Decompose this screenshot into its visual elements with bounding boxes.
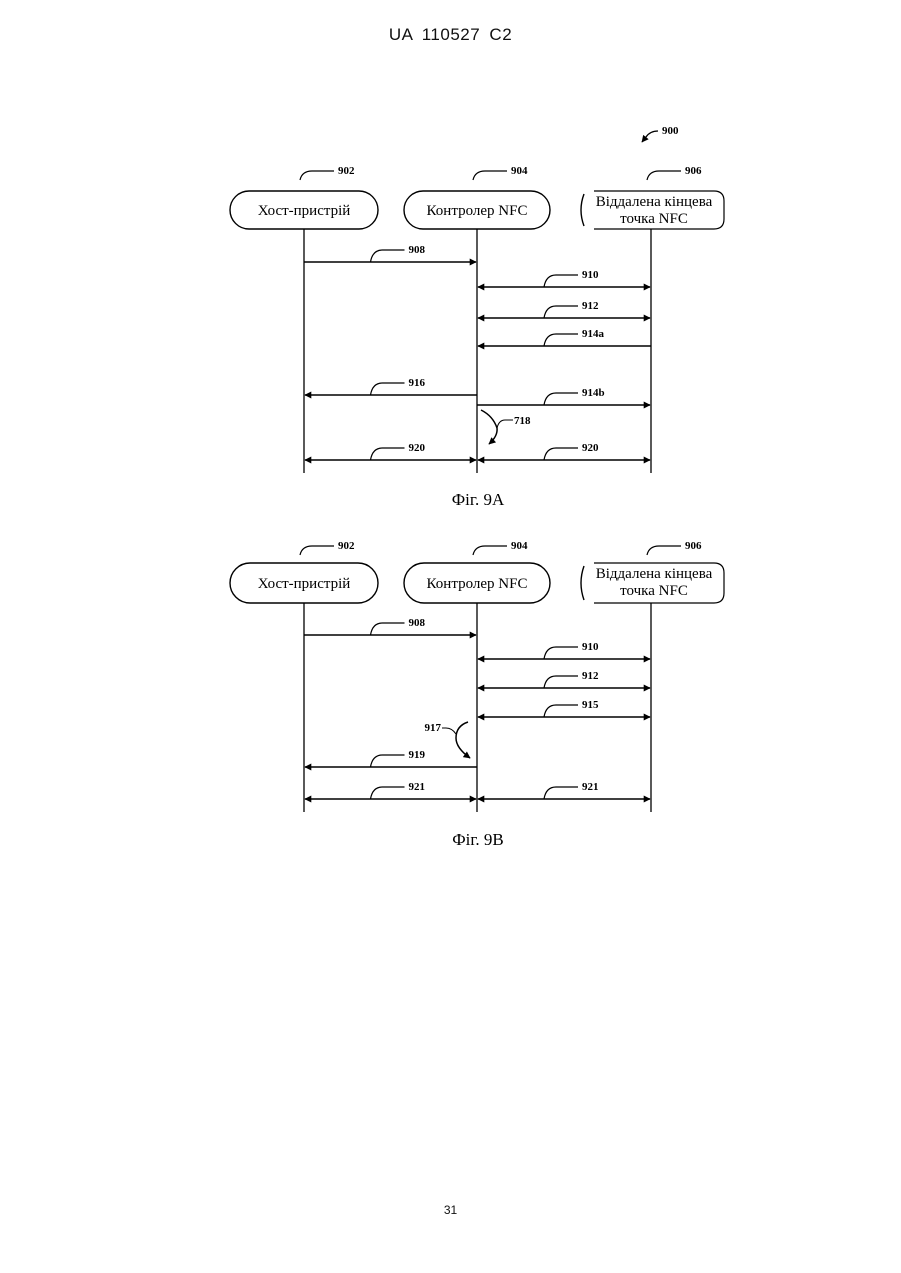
message-908: 908 [304, 617, 476, 635]
message-leader [371, 250, 405, 262]
message-ref: 908 [409, 244, 426, 256]
message-912: 912 [478, 670, 650, 688]
message-915: 915 [478, 699, 650, 717]
node-902: Хост-пристрій 902 [230, 540, 378, 812]
message-leader [371, 448, 405, 460]
message-920: 920 [478, 442, 650, 460]
node-ref: 904 [511, 540, 528, 552]
node-906: Віддалена кінцеваточка NFC 906 [581, 540, 724, 812]
node-ref-leader [473, 171, 507, 180]
message-910: 910 [478, 269, 650, 287]
node-ref: 906 [685, 540, 702, 552]
node-label: Контролер NFC [427, 576, 528, 592]
message-ref: 912 [582, 670, 599, 682]
message-921: 921 [478, 781, 650, 799]
message-916: 916 [305, 377, 477, 395]
self-action-leader [442, 728, 456, 734]
node-ref-leader [647, 546, 681, 555]
node-ref-leader [647, 171, 681, 180]
message-908: 908 [304, 244, 476, 262]
message-920: 920 [305, 442, 476, 460]
message-leader [544, 787, 578, 799]
self-action-arrow [456, 722, 470, 758]
node-ref: 906 [685, 165, 702, 177]
node-ref-leader [300, 171, 334, 180]
message-ref: 921 [582, 781, 599, 793]
node-label-line: точка NFC [620, 211, 688, 227]
message-ref: 920 [409, 442, 426, 454]
node-label-line: Віддалена кінцева [596, 194, 713, 210]
message-leader [544, 676, 578, 688]
node-902: Хост-пристрій 902 [230, 165, 378, 473]
message-ref: 920 [582, 442, 599, 454]
message-leader [544, 448, 578, 460]
figure-reference-arrow [642, 131, 658, 142]
node-ref-leader [300, 546, 334, 555]
self-action-917: 917 [425, 722, 471, 758]
message-ref: 914b [582, 387, 605, 399]
message-ref: 914a [582, 328, 605, 340]
self-action-ref: 917 [425, 722, 442, 734]
message-leader [544, 334, 578, 346]
message-ref: 921 [409, 781, 426, 793]
message-ref: 908 [409, 617, 426, 629]
message-912: 912 [478, 300, 650, 318]
message-914a: 914a [478, 328, 651, 346]
node-label: Хост-пристрій [258, 576, 351, 592]
message-910: 910 [478, 641, 650, 659]
message-leader [371, 755, 405, 767]
node-box-left-bracket [581, 194, 584, 226]
message-leader [371, 787, 405, 799]
node-ref: 902 [338, 540, 355, 552]
figure-caption: Фіг. 9В [452, 830, 504, 849]
figure-reference: 900 [642, 125, 679, 142]
message-919: 919 [305, 749, 477, 767]
node-906: Віддалена кінцеваточка NFC 906 [581, 165, 724, 473]
node-ref-leader [473, 546, 507, 555]
figure-9a: Хост-пристрій902Контролер NFC904Віддален… [230, 165, 724, 509]
figure-9b: Хост-пристрій902Контролер NFC904Віддален… [230, 540, 724, 849]
message-leader [544, 306, 578, 318]
node-box-left-bracket [581, 566, 584, 600]
message-914b: 914b [477, 387, 650, 405]
message-ref: 912 [582, 300, 599, 312]
message-leader [544, 647, 578, 659]
figure-caption: Фіг. 9А [452, 490, 505, 509]
self-action-ref: 718 [514, 415, 531, 427]
message-ref: 910 [582, 641, 599, 653]
self-action-leader [497, 420, 513, 428]
message-leader [544, 393, 578, 405]
message-leader [544, 705, 578, 717]
node-label-line: точка NFC [620, 583, 688, 599]
message-ref: 910 [582, 269, 599, 281]
message-leader [371, 383, 405, 395]
message-leader [371, 623, 405, 635]
message-leader [544, 275, 578, 287]
node-ref: 902 [338, 165, 355, 177]
node-label: Хост-пристрій [258, 203, 351, 219]
node-904: Контролер NFC 904 [404, 540, 550, 812]
node-label-line: Віддалена кінцева [596, 566, 713, 582]
message-ref: 915 [582, 699, 599, 711]
page-number: 31 [0, 1203, 901, 1217]
self-action-718: 718 [481, 410, 531, 444]
node-label: Контролер NFC [427, 203, 528, 219]
message-ref: 916 [409, 377, 426, 389]
self-action-arrow [481, 410, 497, 444]
node-ref: 904 [511, 165, 528, 177]
message-921: 921 [305, 781, 476, 799]
figure-reference-number: 900 [662, 125, 679, 137]
message-ref: 919 [409, 749, 426, 761]
